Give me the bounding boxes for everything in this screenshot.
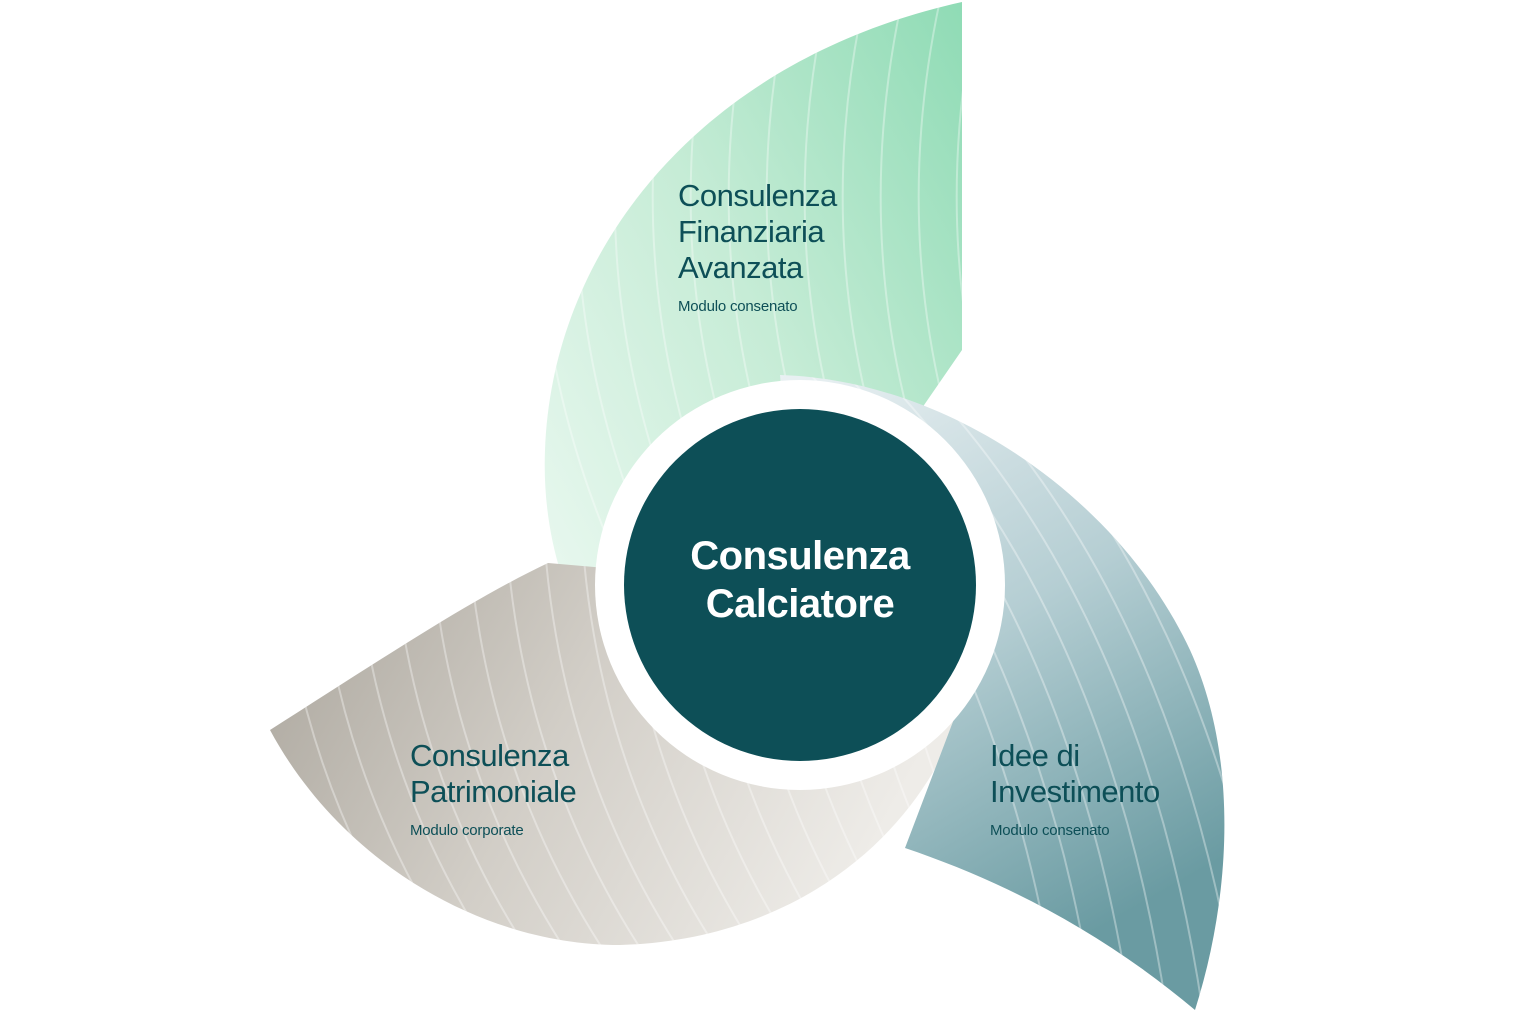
segment-title-line: Investimento: [990, 774, 1160, 809]
stripe-line: [903, 375, 1205, 1010]
stripe-line: [545, 563, 687, 945]
stripe-line: [583, 563, 725, 945]
center-circle: [624, 409, 976, 761]
segment-title-line: Finanziaria: [678, 214, 825, 249]
segment-label-finanziaria: Consulenza Finanziaria Avanzata Modulo c…: [678, 178, 837, 315]
segment-label-patrimoniale: Consulenza Patrimoniale Modulo corporate: [410, 738, 577, 839]
segment-title-line: Patrimoniale: [410, 774, 577, 809]
stripe-line: [955, 2, 962, 765]
segment-title-line: Consulenza: [678, 178, 837, 213]
segment-module: Modulo consenato: [990, 822, 1110, 839]
segment-label-investimento: Idee di Investimento Modulo consenato: [990, 738, 1160, 839]
center-line1: Consulenza: [690, 534, 910, 578]
stripe-line: [469, 563, 611, 945]
segment-module: Modulo consenato: [678, 298, 798, 315]
stripe-line: [507, 563, 649, 945]
segment-module: Modulo corporate: [410, 822, 524, 839]
segment-title-line: Consulenza: [410, 738, 569, 773]
segment-title-line: Idee di: [990, 738, 1080, 773]
center-label: Consulenza Calciatore: [625, 532, 975, 628]
center-line2: Calciatore: [705, 582, 895, 626]
segment-title-line: Avanzata: [678, 250, 803, 285]
